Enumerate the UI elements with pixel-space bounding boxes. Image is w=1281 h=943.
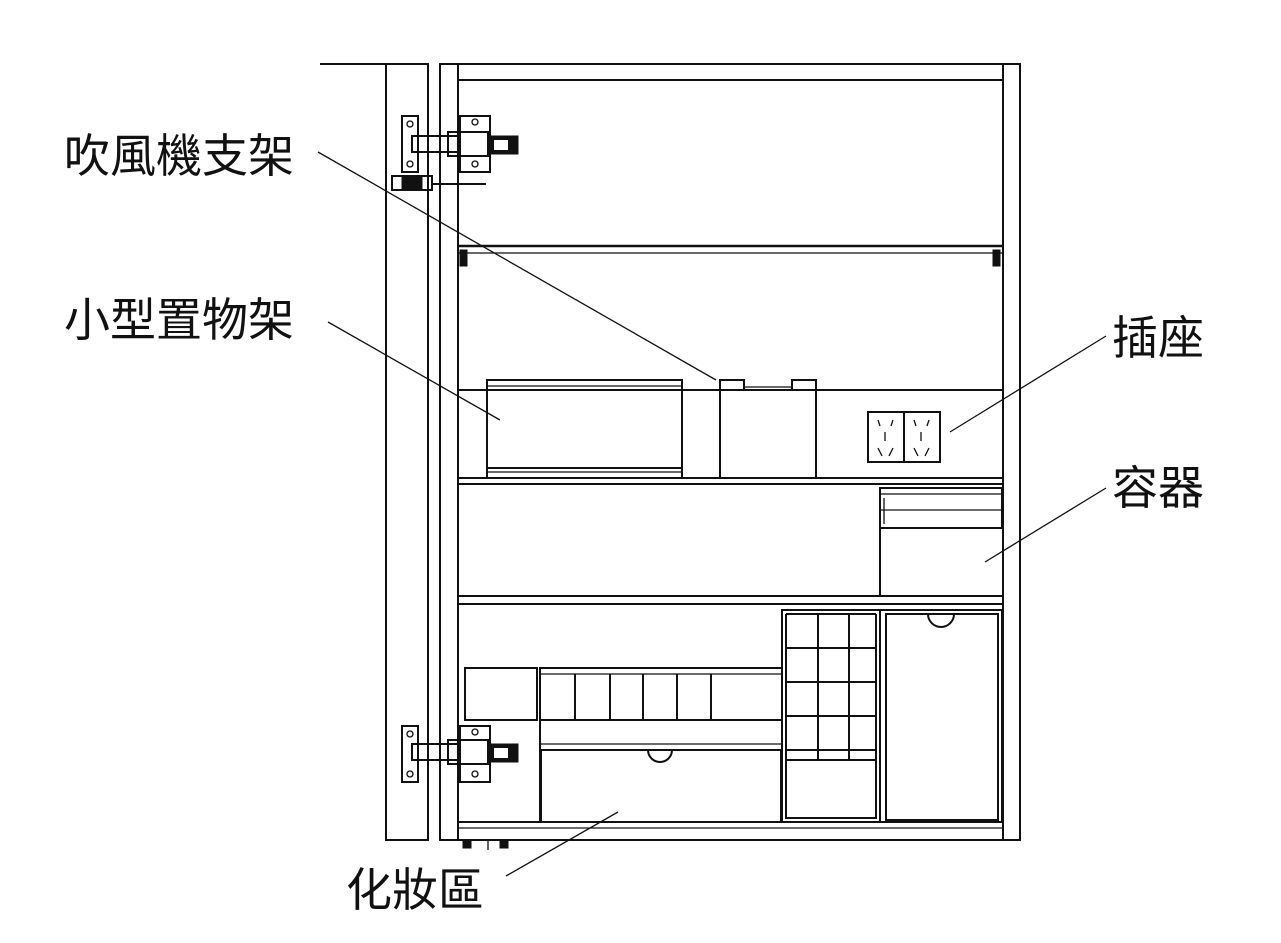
hinge-top bbox=[391, 115, 519, 191]
label-makeup-area: 化妝區 bbox=[346, 863, 484, 917]
cabinet-feet bbox=[462, 839, 509, 850]
socket-outlet bbox=[867, 411, 941, 463]
hinge-bottom bbox=[401, 725, 519, 783]
lower-shelf bbox=[458, 595, 1003, 605]
container-box bbox=[879, 487, 1003, 596]
open-door bbox=[320, 63, 429, 841]
label-container: 容器 bbox=[1112, 461, 1204, 515]
label-hair-dryer-holder: 吹風機支架 bbox=[64, 129, 294, 183]
label-socket: 插座 bbox=[1112, 311, 1204, 365]
label-small-shelf: 小型置物架 bbox=[64, 293, 294, 347]
upper-shelf bbox=[458, 244, 1003, 267]
makeup-organizer bbox=[464, 609, 1003, 823]
cabinet-carcass bbox=[439, 63, 1021, 841]
leader-lines bbox=[317, 151, 1107, 877]
small-shelf-rack bbox=[486, 379, 683, 479]
hair-dryer-holder bbox=[719, 379, 817, 479]
